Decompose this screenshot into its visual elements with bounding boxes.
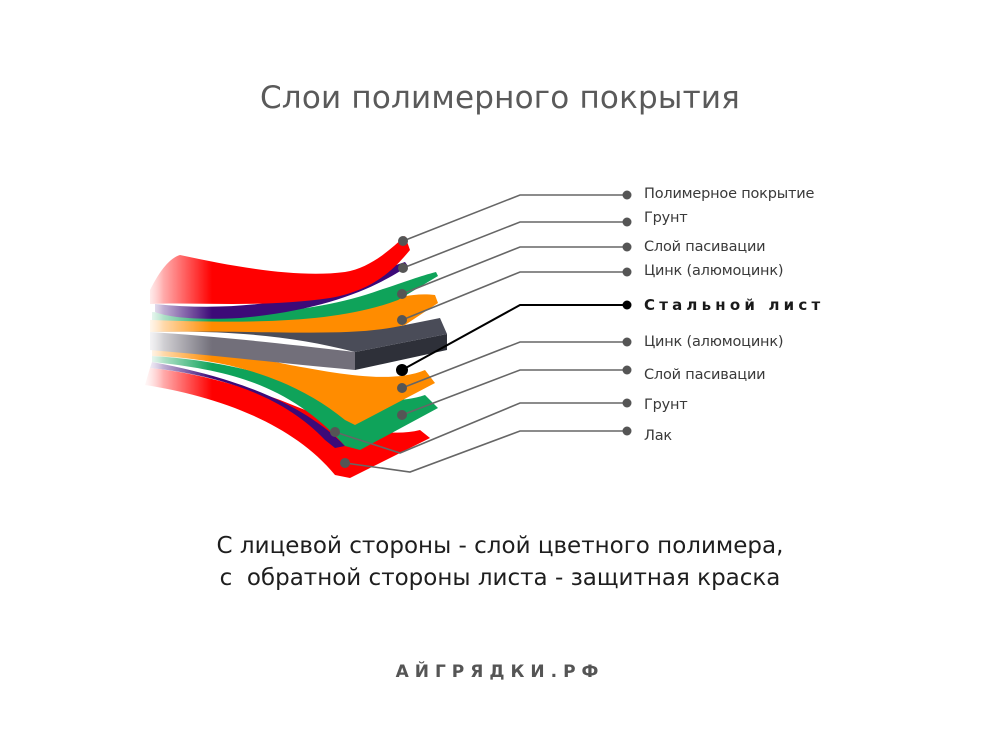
brand-watermark: АЙГРЯДКИ.РФ xyxy=(395,662,605,682)
layer-top-passivation xyxy=(152,272,438,322)
page-title: Слои полимерного покрытия xyxy=(259,80,741,116)
leader-primer-bottom xyxy=(334,402,627,454)
caption-line-1: С лицевой стороны - слой цветного полиме… xyxy=(216,533,784,559)
label-primer: Грунт xyxy=(644,210,688,226)
leader-passivation-bottom xyxy=(401,369,627,416)
anchor-dots xyxy=(330,236,408,468)
layer-bottom-zinc xyxy=(152,346,435,425)
layer-bottom-primer-dark xyxy=(150,362,345,448)
leader-lacquer xyxy=(344,430,627,473)
leader-steel xyxy=(401,304,627,371)
leader-polymer xyxy=(402,194,627,242)
layer-bottom-primer xyxy=(152,356,438,450)
leader-lines xyxy=(334,194,627,473)
leader-zinc xyxy=(401,271,627,321)
caption: С лицевой стороны - слой цветного полиме… xyxy=(0,530,1000,594)
steel-sheet-front xyxy=(355,334,447,370)
leader-primer xyxy=(402,221,627,269)
leader-passivation xyxy=(401,246,627,295)
label-dots xyxy=(622,190,632,436)
label-steel-sheet: Стальной лист xyxy=(644,296,825,314)
label-polymer-coating: Полимерное покрытие xyxy=(644,186,815,202)
label-lacquer: Лак xyxy=(644,428,672,444)
label-zinc: Цинк (алюмоцинк) xyxy=(644,263,784,279)
layer-stack xyxy=(130,236,447,490)
caption-line-2: с обратной стороны листа - защитная крас… xyxy=(219,565,781,591)
label-passivation-bottom: Слой пасивации xyxy=(644,367,766,383)
label-zinc-bottom: Цинк (алюмоцинк) xyxy=(644,334,784,350)
leader-zinc-bottom xyxy=(401,341,627,389)
label-primer-bottom: Грунт xyxy=(644,397,688,413)
label-passivation: Слой пасивации xyxy=(644,239,766,255)
